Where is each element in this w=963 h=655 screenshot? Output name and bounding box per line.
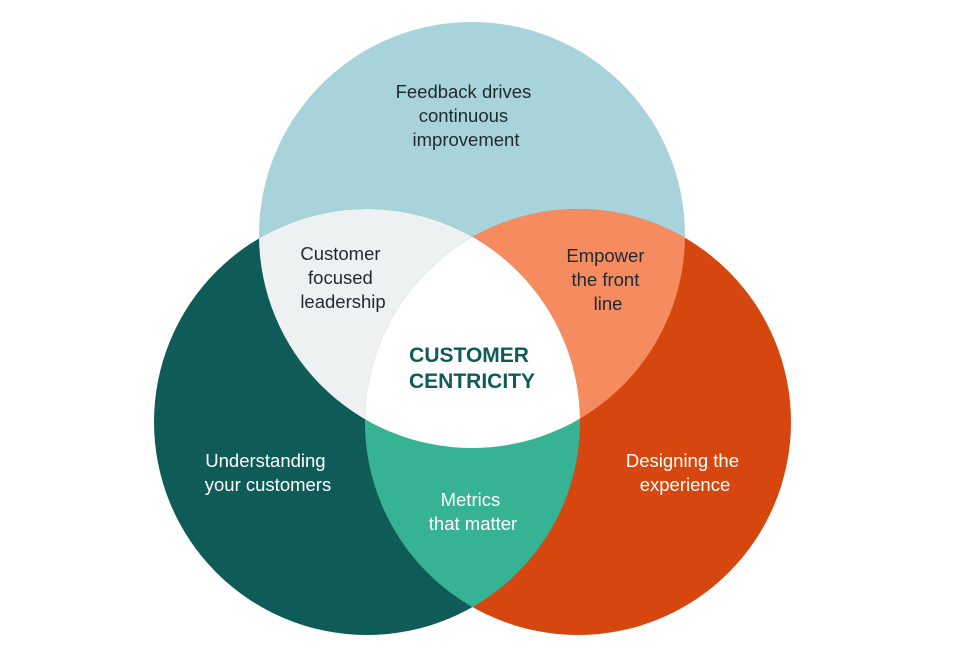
label-right: Designing the experience	[626, 450, 744, 495]
label-top-left-line: Customer	[300, 243, 380, 264]
label-left-line: your customers	[205, 474, 331, 495]
label-top-left-line: leadership	[300, 291, 385, 312]
label-right-line: Designing the	[626, 450, 739, 471]
label-top-right-line: the front	[571, 269, 639, 290]
label-top-line: improvement	[413, 129, 520, 150]
label-left: Understanding your customers	[205, 450, 331, 495]
label-top-left-line: focused	[308, 267, 373, 288]
label-bottom-line: that matter	[429, 513, 517, 534]
label-left-line: Understanding	[205, 450, 325, 471]
label-top-right-line: Empower	[566, 245, 644, 266]
label-top-right: Empower the front line	[566, 245, 649, 314]
label-bottom-line: Metrics	[441, 489, 501, 510]
label-top: Feedback drives continuous improvement	[396, 81, 537, 150]
label-top-left: Customer focused leadership	[300, 243, 385, 312]
label-bottom: Metrics that matter	[429, 489, 517, 534]
label-center-line: CENTRICITY	[409, 370, 535, 393]
label-top-right-line: line	[594, 293, 623, 314]
label-right-line: experience	[640, 474, 731, 495]
label-top-line: Feedback drives	[396, 81, 532, 102]
label-top-line: continuous	[419, 105, 508, 126]
label-center: CUSTOMER CENTRICITY	[409, 344, 535, 393]
label-center-line: CUSTOMER	[409, 344, 529, 367]
